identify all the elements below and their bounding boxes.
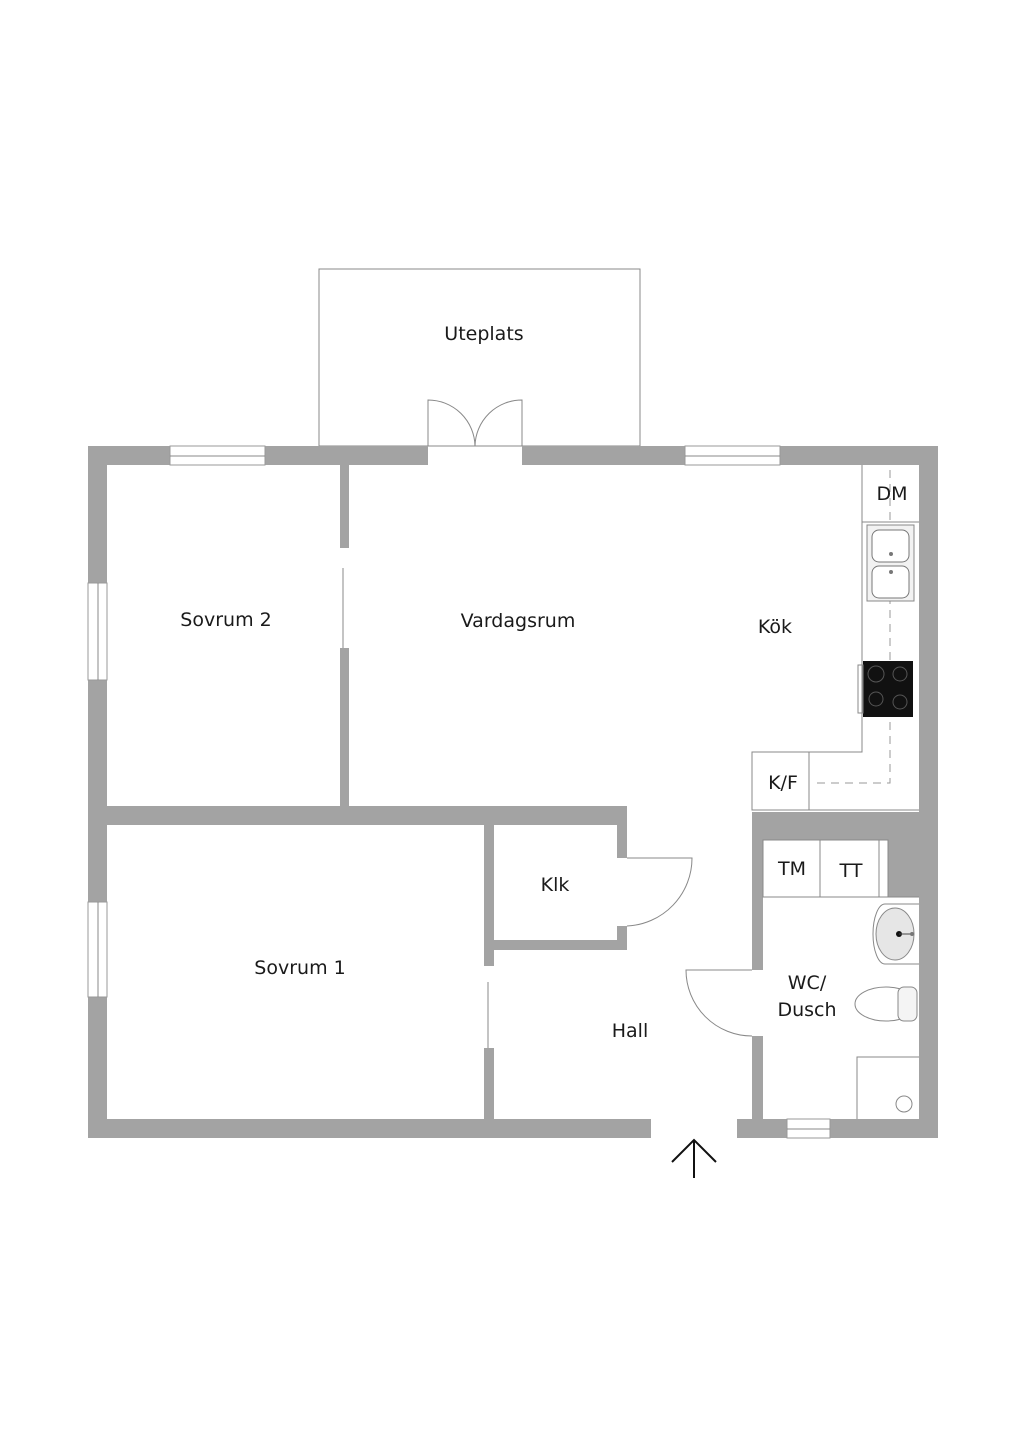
closet-door[interactable] [626,857,693,927]
room-label-vardagsrum: Vardagsrum [461,610,576,632]
shower-area [856,1056,919,1119]
sink-icon [866,524,915,602]
toilet-icon [854,986,918,1022]
outer-walls [88,446,938,1138]
label-dm: DM [876,483,907,505]
room-label-sovrum1: Sovrum 1 [254,957,345,979]
room-label-hall: Hall [612,1020,649,1042]
laundry-units [762,839,919,898]
room-label-wc: WC/ [788,972,827,994]
terrace-door[interactable] [427,399,523,447]
label-tt: TT [839,860,863,882]
room-label-kok: Kök [758,616,792,638]
room-label-dusch: Dusch [777,999,836,1021]
entrance-arrow-icon [671,1138,717,1178]
room-label-uteplats: Uteplats [444,323,523,345]
label-tm: TM [777,858,806,880]
interior-walls [107,465,919,1119]
room-label-klk: Klk [541,874,570,896]
label-kf: K/F [768,772,798,794]
stove-icon [857,661,913,717]
terrace-outline [318,268,641,447]
bathroom-door[interactable] [685,969,753,1037]
room-label-sovrum2: Sovrum 2 [180,609,271,631]
washbasin-icon [872,903,919,965]
windows [87,445,831,1139]
